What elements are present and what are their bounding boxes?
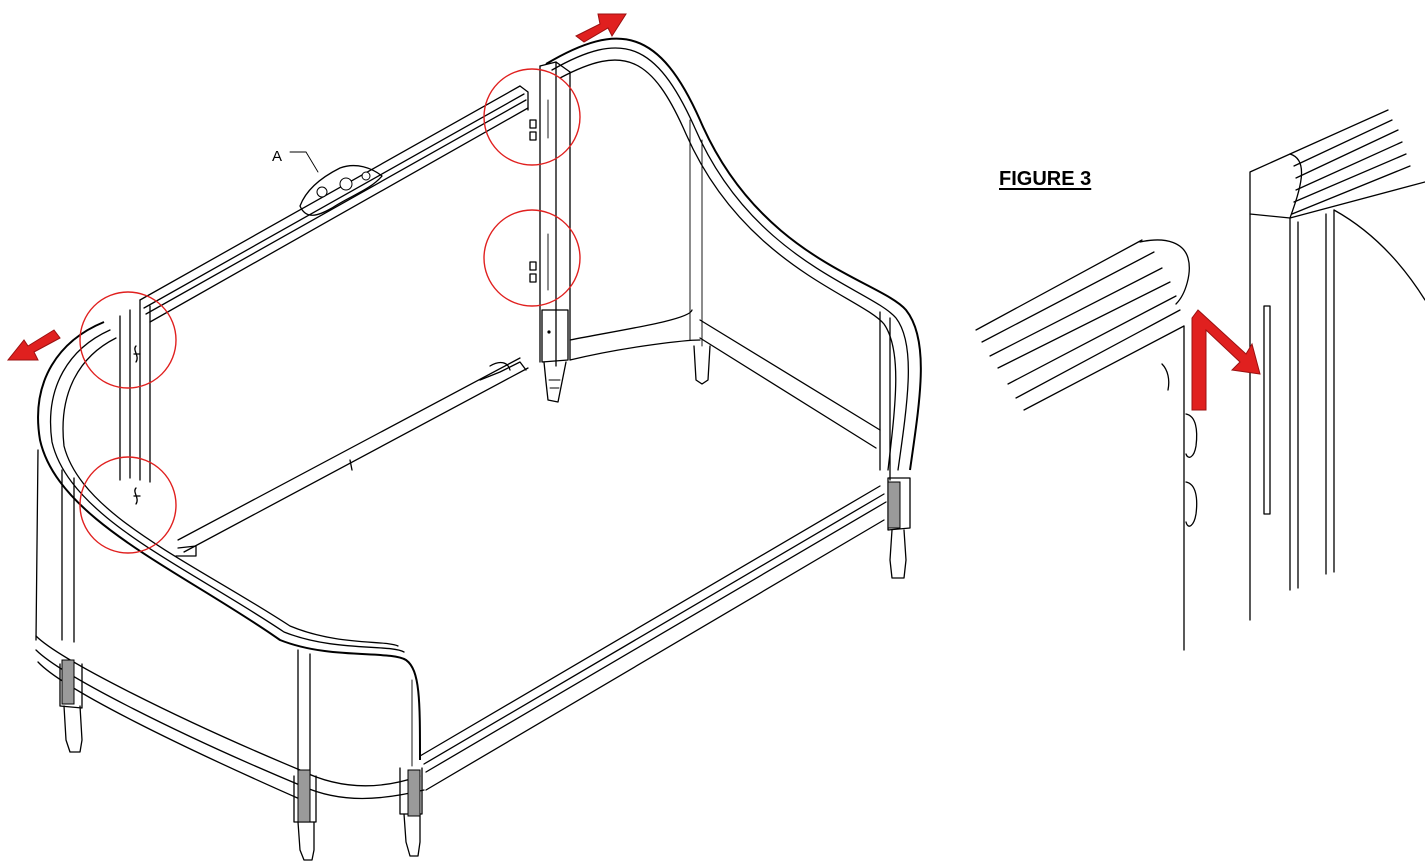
inspection-circle-icon — [79, 291, 177, 389]
inspection-circles — [79, 68, 581, 554]
inspection-circle-icon — [483, 209, 581, 307]
figure-title: FIGURE 3 — [999, 168, 1092, 190]
base-rail — [175, 357, 887, 791]
front-headboard — [35, 321, 425, 861]
inspection-circle-icon — [79, 456, 177, 554]
back-rail — [139, 85, 529, 323]
right-post — [529, 61, 571, 403]
bracket-back-right — [887, 481, 901, 529]
red-push-arrow-left-icon — [6, 329, 61, 361]
right-side-panel — [545, 37, 922, 579]
inspection-circle-icon — [483, 68, 581, 166]
bracket-front-left — [61, 659, 75, 705]
carving-ornament — [289, 151, 383, 216]
left-post — [119, 299, 151, 505]
red-push-arrow-top-icon — [575, 13, 627, 43]
red-insert-arrow-icon — [1191, 309, 1261, 411]
bed-frame — [35, 37, 922, 861]
callout-label-a: A — [272, 148, 283, 165]
figure-3-detail — [975, 109, 1425, 651]
bracket-front-mid — [297, 769, 311, 823]
bracket-front-right — [407, 769, 421, 817]
